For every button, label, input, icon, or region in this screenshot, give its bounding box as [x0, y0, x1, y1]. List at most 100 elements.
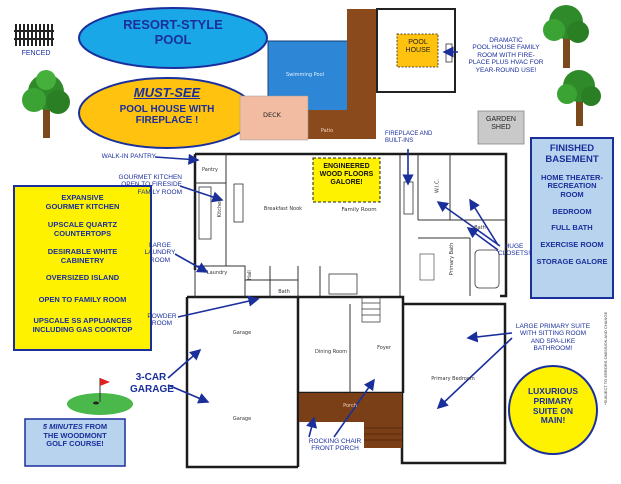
tree-icon	[22, 70, 70, 138]
gourmet-kitchen-line: FAMILY ROOM	[137, 188, 182, 196]
fireplace-builtins-line: BUILT-INS	[385, 137, 414, 144]
callout-arrows	[154, 46, 513, 438]
powder-room-line: POWDER	[147, 313, 177, 320]
must-see-line: FIREPLACE !	[135, 115, 199, 127]
large-laundry-line: LAUNDRY	[144, 249, 176, 257]
basement-feature: RECREATION	[547, 181, 597, 191]
basement-feature: ROOM	[560, 190, 584, 200]
rocking-chair-line: FRONT PORCH	[311, 445, 359, 453]
fenced-label: FENCED	[21, 50, 51, 57]
fireplace-icon	[445, 43, 453, 63]
gourmet-kitchen-line: GOURMET KITCHEN	[118, 174, 182, 181]
luxurious-line: MAIN!	[540, 415, 566, 426]
large-primary-line: AND SPA-LIKE	[530, 337, 576, 345]
dramatic-callout: DRAMATIC POOL HOUSE FAMILY ROOM WITH FIR…	[458, 37, 554, 74]
luxurious-callout: LUXURIOUS PRIMARY SUITE ON MAIN!	[515, 386, 591, 426]
basement-feature: FULL BATH	[551, 223, 593, 233]
basement-feature: FINISHED	[549, 143, 595, 154]
huge-closets-line: HUGE	[504, 243, 524, 250]
luxurious-circle	[508, 365, 598, 455]
kitchen-features-box	[13, 185, 152, 351]
basement-feature: BEDROOM	[552, 206, 592, 216]
room-label-deck: DECK	[263, 111, 281, 119]
kitchen-feature: INCLUDING GAS COOKTOP	[32, 325, 133, 335]
large-laundry-callout: LARGE LAUNDRY ROOM	[140, 242, 180, 264]
kitchen-features-list: EXPANSIVE GOURMET KITCHEN UPSCALE QUARTZ…	[16, 193, 149, 335]
must-see-text: MUST-SEE POOL HOUSE WITH FIREPLACE !	[95, 85, 239, 127]
rocking-chair-callout: ROCKING CHAIR FRONT PORCH	[303, 438, 367, 453]
woodmont-line: THE WOODMONT	[43, 430, 107, 440]
dramatic-line: PLACE PLUS HVAC FOR	[468, 59, 544, 67]
luxurious-line: LUXURIOUS	[527, 386, 579, 396]
kitchen-feature: UPSCALE SS APPLIANCES	[33, 316, 132, 325]
kitchen-feature: DESIRABLE WHITE	[47, 246, 118, 256]
gourmet-kitchen-line: OPEN TO FIRESIDE	[121, 181, 182, 189]
powder-room-callout: POWDER ROOM	[142, 313, 182, 328]
basement-features-list: FINISHED BASEMENT HOME THEATER- RECREATI…	[532, 143, 612, 266]
woodmont-box	[24, 418, 126, 467]
room-label-porch: Porch	[343, 403, 357, 409]
kitchen-island	[233, 183, 244, 223]
room-label-pantry: Pantry	[202, 167, 218, 173]
woodmont-callout: 5 MINUTES FROM THE WOODMONT GOLF COURSE!	[26, 422, 124, 449]
basement-features-box	[530, 137, 614, 299]
kitchen-feature: EXPANSIVE	[61, 193, 104, 202]
fireplace-builtins-callout: FIREPLACE AND BUILT-INS	[385, 131, 437, 145]
large-primary-line: LARGE PRIMARY SUITE	[515, 323, 591, 330]
woodmont-prefix: 5 MINUTES	[42, 422, 83, 431]
room-label-laundry: Laundry	[206, 270, 228, 276]
patio	[308, 110, 347, 139]
kitchen-counter	[198, 186, 212, 240]
must-see-line: POOL HOUSE WITH	[119, 103, 215, 115]
golf-green-icon	[67, 378, 133, 415]
three-car-line: GARAGE	[130, 383, 174, 395]
kitchen-feature: OPEN TO FAMILY ROOM	[38, 294, 127, 304]
kitchen-feature: CABINETRY	[60, 255, 105, 265]
dramatic-line: DRAMATIC	[489, 37, 523, 44]
engineered-floors-line: WOOD FLOORS	[319, 171, 374, 179]
huge-closets-line: CLOSETS!	[497, 250, 531, 258]
dramatic-line: POOL HOUSE FAMILY	[472, 44, 540, 52]
room-label-hall: Hall	[247, 270, 253, 280]
woodmont-line: GOLF COURSE!	[46, 439, 104, 449]
resort-pool-line: POOL	[154, 31, 192, 47]
basement-feature: BASEMENT	[545, 153, 599, 165]
dramatic-line: ROOM WITH FIRE-	[477, 51, 535, 59]
room-label-dining-room: Dining Room	[315, 349, 347, 355]
garden-shed-line: SHED	[491, 124, 511, 132]
rocking-chair-line: ROCKING CHAIR	[308, 438, 362, 445]
large-laundry-line: LARGE	[148, 242, 172, 249]
garden-shed-line: GARDEN	[486, 116, 516, 123]
engineered-floors-line: GALORE!	[330, 179, 363, 187]
huge-closets-callout: HUGE CLOSETS!	[496, 243, 532, 258]
porch-steps	[364, 422, 402, 448]
room-label-primary-bedroom: Primary Bedroom	[431, 376, 475, 382]
three-car-line: 3-CAR	[135, 372, 167, 383]
fireplace-builtins-icon	[403, 181, 414, 215]
large-primary-callout: LARGE PRIMARY SUITE WITH SITTING ROOM AN…	[510, 323, 596, 353]
large-primary-line: WITH SITTING ROOM	[519, 330, 587, 338]
pool-house-label: POOL HOUSE	[398, 39, 438, 55]
fence-icon	[14, 24, 54, 46]
luxurious-line: SUITE ON	[532, 405, 574, 416]
resort-pool-line: RESORT-STYLE	[123, 17, 223, 32]
stairs	[328, 273, 358, 295]
room-label-patio: Patio	[320, 128, 334, 134]
bathtub-icon	[474, 249, 500, 289]
kitchen-feature: GOURMET KITCHEN	[45, 202, 120, 212]
walk-in-pantry-callout: WALK-IN PANTRY	[101, 153, 156, 160]
powder-room-line: ROOM	[151, 320, 173, 328]
resort-pool-title: RESORT-STYLE POOL	[100, 17, 246, 48]
vanity-icon	[419, 253, 435, 281]
basement-feature: EXERCISE ROOM	[540, 239, 604, 249]
garden-shed	[477, 110, 525, 145]
kitchen-feature: OVERSIZED ISLAND	[45, 273, 120, 283]
stairs	[361, 296, 381, 323]
engineered-floors-line: ENGINEERED	[323, 163, 370, 170]
room-label-garage-top: Garage	[232, 330, 252, 336]
engineered-floors-label: ENGINEERED WOOD FLOORS GALORE!	[313, 163, 380, 187]
three-car-garage-callout: 3-CAR GARAGE	[130, 372, 174, 395]
room-label-breakfast-nook: Breakfast Nook	[263, 206, 303, 212]
interior-walls	[194, 154, 506, 393]
